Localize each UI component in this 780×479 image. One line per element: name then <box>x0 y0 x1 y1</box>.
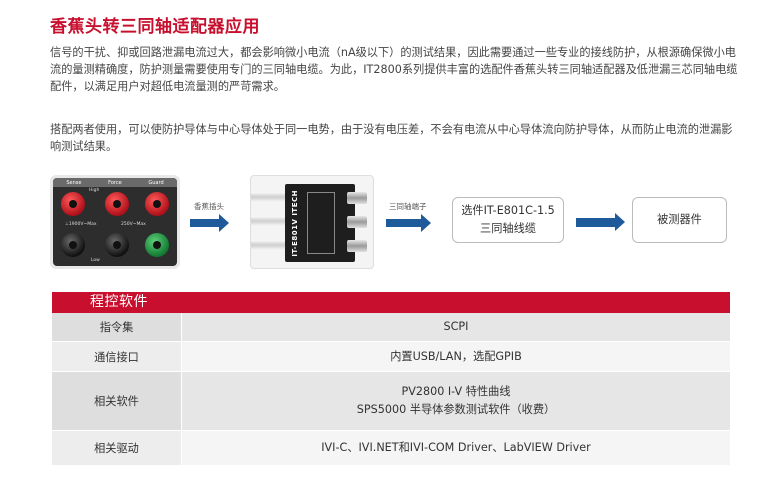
row-value: PV2800 I-V 特性曲线 SPS5000 半导体参数测试软件（收费） <box>182 372 730 430</box>
row-label: 相关软件 <box>52 372 182 430</box>
arrow-right-icon <box>190 214 229 232</box>
instrument-front-panel-image: Sense Force Guard High ⊥1900V~Max 250V~M… <box>50 175 180 269</box>
arrow-right-icon <box>386 214 431 232</box>
dut-box: 被测器件 <box>632 197 727 243</box>
table-row: 指令集 SCPI <box>52 313 730 342</box>
adapter-brand-logo: IT-E801V ITECH <box>291 190 299 257</box>
cable-option-box: 选件IT-E801C-1.5 三同轴线缆 <box>452 197 564 243</box>
low-label: Low <box>91 258 100 263</box>
triax-terminal-label: 三同轴端子 <box>389 202 427 211</box>
voltage-left-label: ⊥1900V~Max <box>65 222 97 227</box>
force-low-jack <box>105 233 129 257</box>
row-value: IVI-C、IVI.NET和IVI-COM Driver、LabVIEW Dri… <box>182 431 730 465</box>
usage-paragraph: 搭配两者使用，可以使防护导体与中心导体处于同一电势，由于没有电压差，不会有电流从… <box>50 123 733 153</box>
banana-plug-label: 香蕉插头 <box>194 202 224 211</box>
software-table: 程控软件 指令集 SCPI 通信接口 内置USB/LAN，选配GPIB 相关软件… <box>52 292 730 466</box>
row-label: 相关驱动 <box>52 431 182 465</box>
table-row: 相关软件 PV2800 I-V 特性曲线 SPS5000 半导体参数测试软件（收… <box>52 372 730 431</box>
page-title: 香蕉头转三同轴适配器应用 <box>50 17 260 37</box>
cable-stub <box>251 240 289 250</box>
force-high-jack <box>105 192 129 216</box>
voltage-right-label: 250V~Max <box>121 222 146 227</box>
guard-label: Guard <box>148 179 164 186</box>
force-label: Force <box>108 179 122 186</box>
row-value-line: IVI-C、IVI.NET和IVI-COM Driver、LabVIEW Dri… <box>321 441 591 454</box>
table-heading: 程控软件 <box>52 292 730 313</box>
cable-option-desc: 三同轴线缆 <box>480 222 536 235</box>
sense-label: Sense <box>66 179 82 186</box>
adapter-body: IT-E801V ITECH <box>285 184 355 262</box>
sense-high-jack <box>61 192 85 216</box>
row-value-line: 内置USB/LAN，选配GPIB <box>390 349 522 363</box>
adapter-plate <box>307 192 335 254</box>
table-row: 通信接口 内置USB/LAN，选配GPIB <box>52 342 730 372</box>
row-value: SCPI <box>182 313 730 341</box>
cable-stub <box>251 216 289 226</box>
ground-jack <box>145 233 169 257</box>
row-label: 通信接口 <box>52 342 182 371</box>
row-value-line: SCPI <box>443 320 469 333</box>
high-label: High <box>89 188 100 193</box>
triax-connector <box>347 216 367 228</box>
row-value-line: PV2800 I-V 特性曲线 <box>401 385 511 398</box>
row-value-line: SPS5000 半导体参数测试软件（收费） <box>356 403 556 416</box>
row-label: 指令集 <box>52 313 182 341</box>
terminal-header: Sense Force Guard <box>53 178 177 187</box>
arrow-right-icon <box>576 213 625 231</box>
guard-jack <box>145 192 169 216</box>
cable-option-model: 选件IT-E801C-1.5 <box>461 204 555 217</box>
cable-stub <box>251 192 289 202</box>
triaxial-adapter-image: IT-E801V ITECH <box>250 175 374 269</box>
triax-connector <box>347 192 367 204</box>
triax-connector <box>347 240 367 252</box>
row-value: 内置USB/LAN，选配GPIB <box>182 342 730 371</box>
intro-paragraph: 信号的干扰、抑或回路泄漏电流过大，都会影响微小电流（nA级以下）的测试结果，因此… <box>50 46 738 93</box>
dut-label: 被测器件 <box>657 213 702 226</box>
sense-low-jack <box>61 233 85 257</box>
table-row: 相关驱动 IVI-C、IVI.NET和IVI-COM Driver、LabVIE… <box>52 431 730 466</box>
